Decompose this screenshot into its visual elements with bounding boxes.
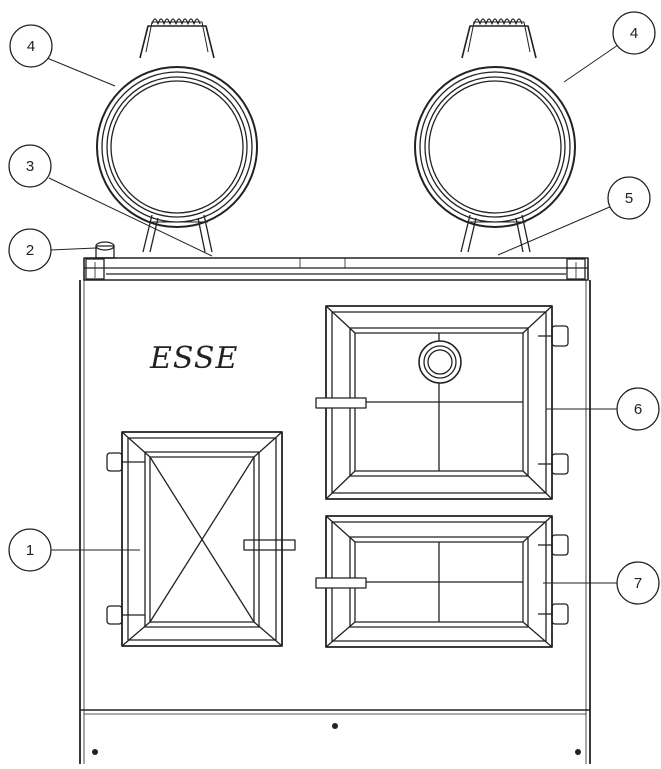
callout-1-label: 1 bbox=[26, 542, 34, 559]
callout-6: 6 bbox=[616, 387, 660, 431]
callout-4-right: 4 bbox=[612, 11, 656, 55]
brand-logo: ESSE bbox=[149, 341, 238, 376]
callout-2-label: 2 bbox=[26, 242, 34, 259]
callout-3-label: 3 bbox=[26, 158, 34, 175]
callout-7: 7 bbox=[616, 561, 660, 605]
callout-6-label: 6 bbox=[634, 401, 642, 418]
control-knob bbox=[93, 241, 117, 259]
callout-7-label: 7 bbox=[634, 575, 642, 592]
top-plate bbox=[83, 257, 589, 281]
callout-leaders bbox=[46, 44, 619, 584]
hotplate-lid-right bbox=[414, 18, 576, 253]
callout-1: 1 bbox=[8, 528, 52, 572]
stove-body bbox=[79, 280, 591, 764]
upper-oven-door bbox=[315, 305, 569, 500]
callout-5-label: 5 bbox=[625, 190, 633, 207]
callout-2: 2 bbox=[8, 228, 52, 272]
callout-3: 3 bbox=[8, 144, 52, 188]
plinth-screws bbox=[92, 723, 581, 755]
lower-oven-door bbox=[315, 515, 569, 648]
firebox-door bbox=[106, 431, 296, 647]
callout-4-left-label: 4 bbox=[27, 38, 35, 55]
hotplate-lid-left bbox=[96, 18, 258, 253]
coil-handle-right bbox=[473, 18, 523, 25]
callout-4-right-label: 4 bbox=[630, 25, 638, 42]
coil-handle-left bbox=[151, 18, 201, 25]
callout-5: 5 bbox=[607, 176, 651, 220]
callout-4-left: 4 bbox=[9, 24, 53, 68]
